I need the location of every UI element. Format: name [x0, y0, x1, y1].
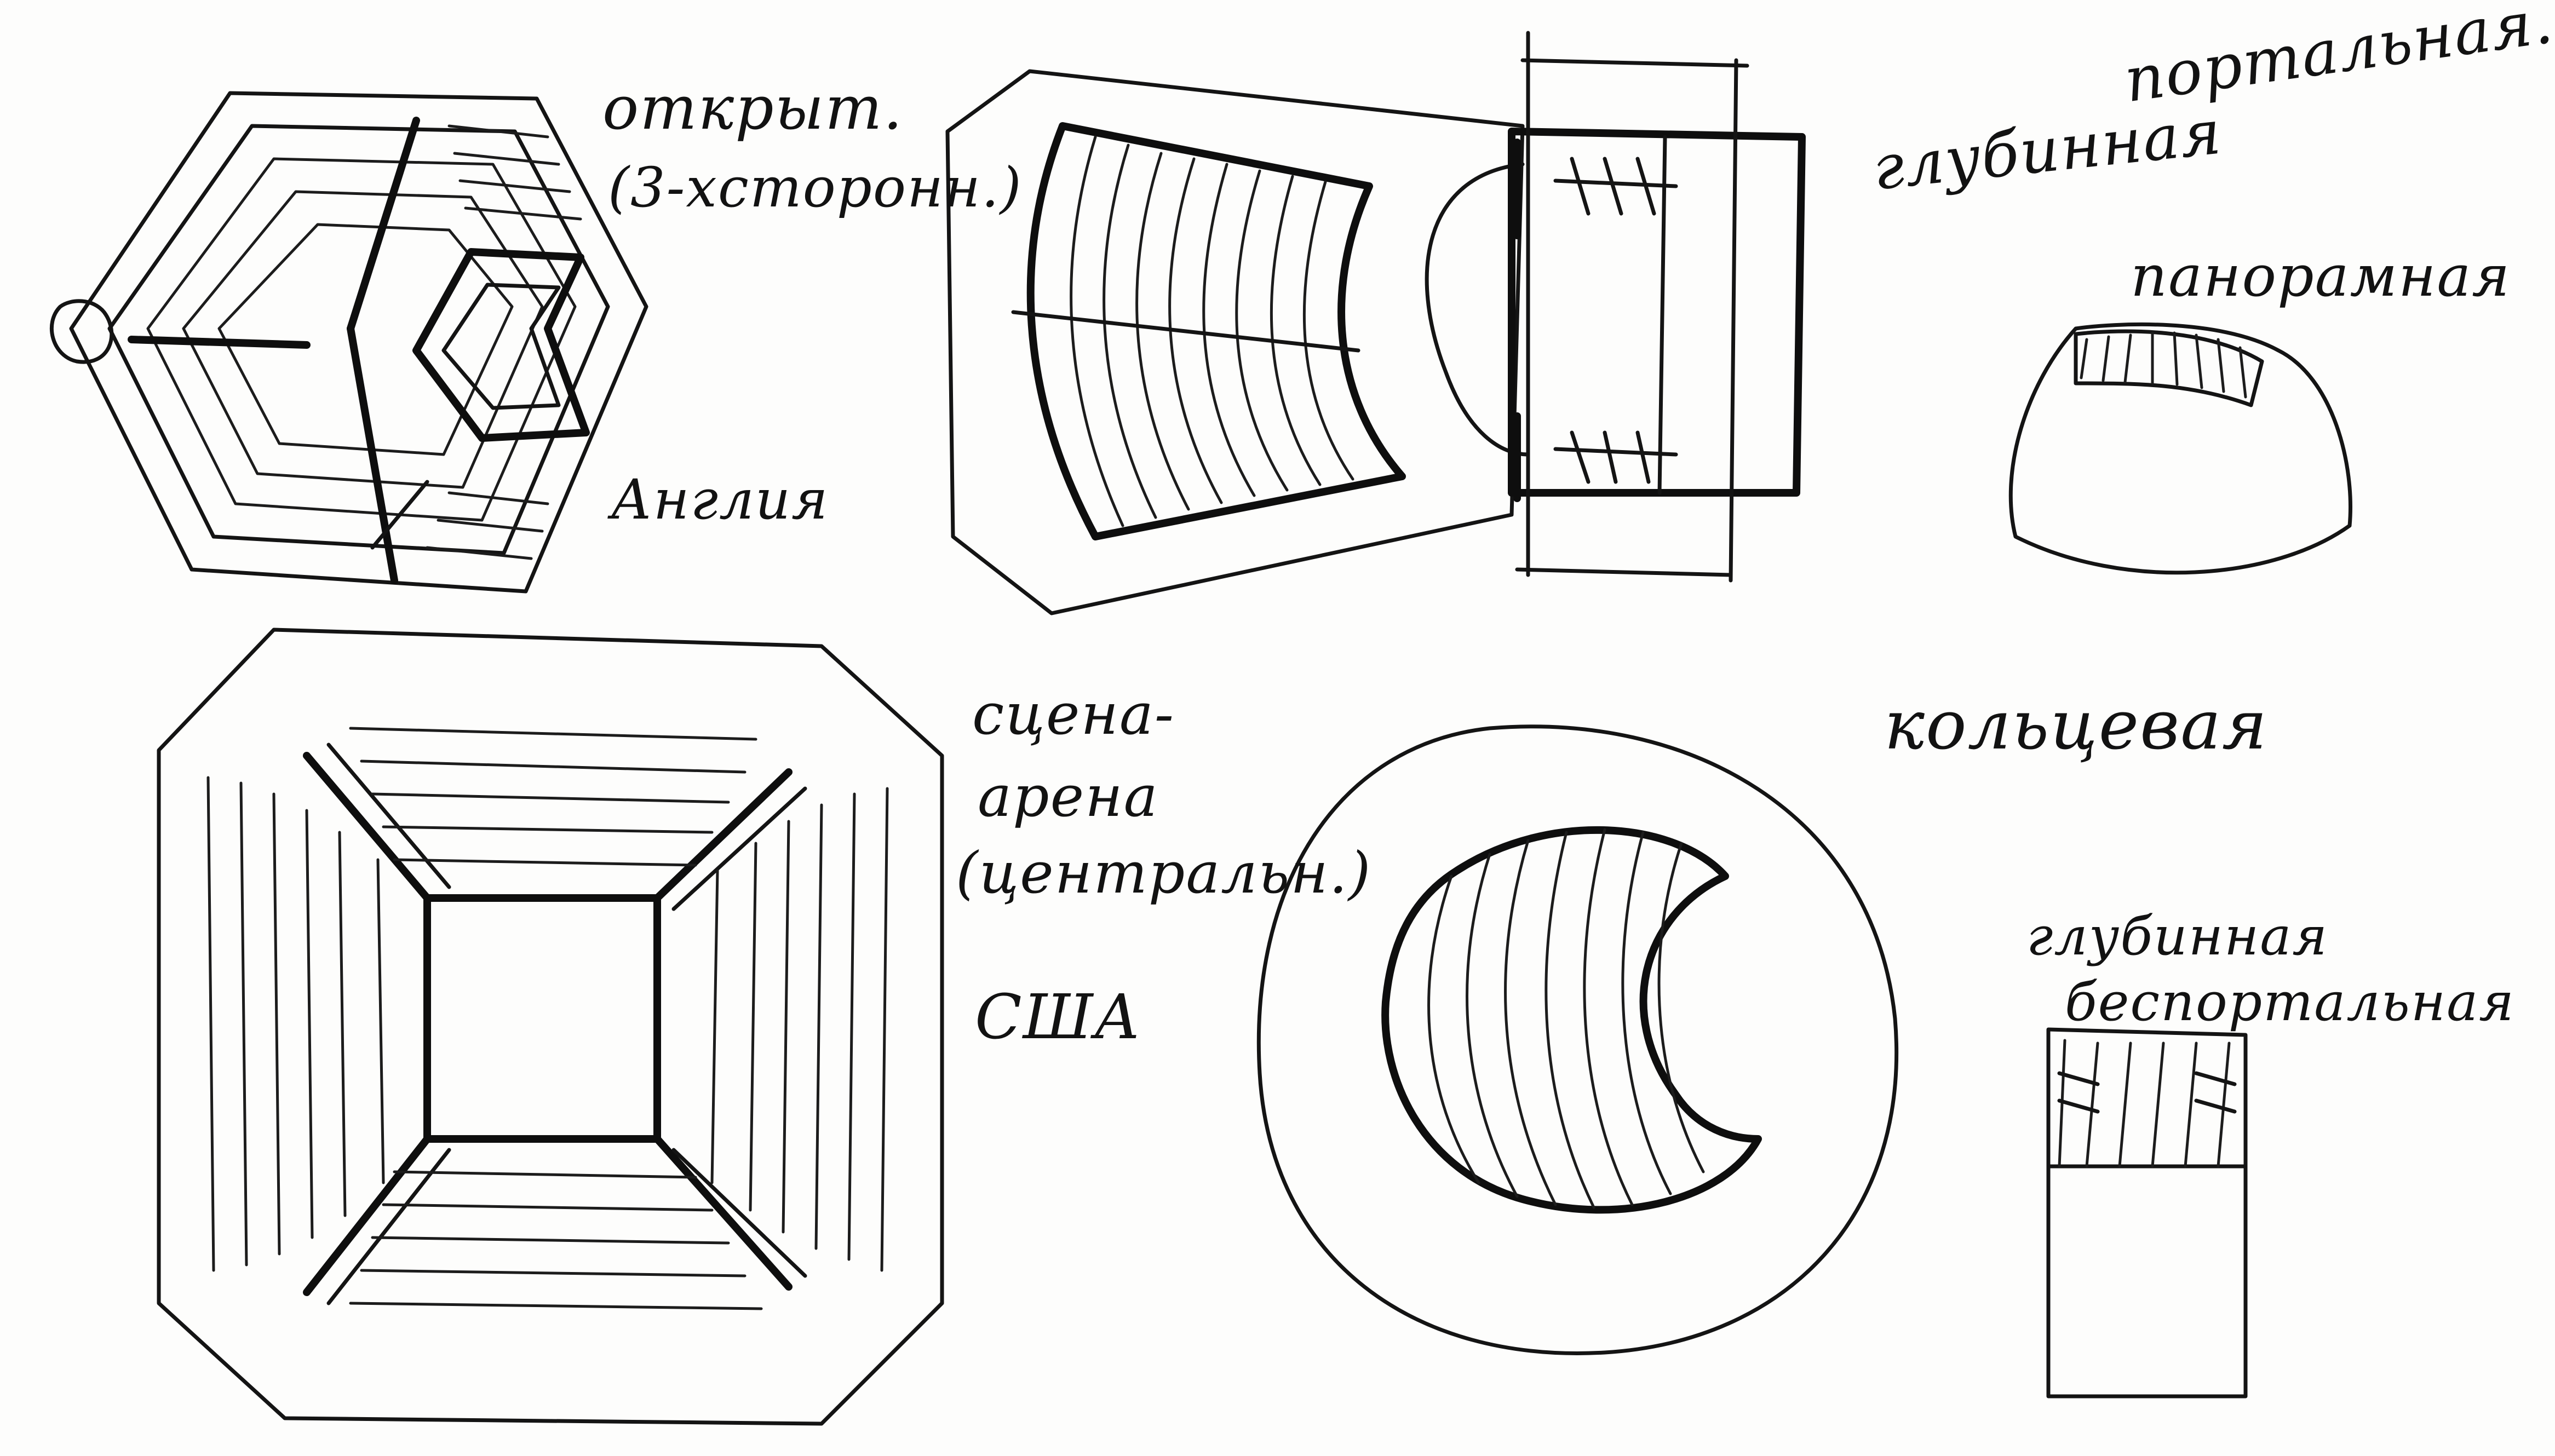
ring-stage-sketch	[1256, 724, 1899, 1355]
label-deep-noportal-line1: глубинная	[2026, 906, 2329, 967]
label-england: Англия	[611, 468, 829, 532]
label-open-stage: открыт.	[602, 73, 904, 143]
arena-central-stage-sketch	[157, 628, 944, 1426]
panoramic-stage-sketch	[2008, 322, 2352, 575]
label-ring: кольцевая	[1884, 686, 2269, 765]
deep-noportal-stage-sketch	[2046, 1027, 2248, 1399]
portal-deep-stage-sketch	[945, 31, 1806, 615]
label-arena-line2: арена	[978, 763, 1159, 830]
label-deep-noportal-line2: беспортальная	[2065, 971, 2515, 1033]
label-usa: США	[975, 982, 1142, 1053]
label-panoramic: панорамная	[2131, 243, 2511, 309]
open-three-sided-stage-sketch	[50, 91, 648, 594]
label-arena-line3: (центральн.)	[956, 839, 1372, 906]
label-arena-line1: сцена-	[972, 681, 1175, 747]
label-open-stage-sub: (3-хсторонн.)	[608, 156, 1023, 220]
